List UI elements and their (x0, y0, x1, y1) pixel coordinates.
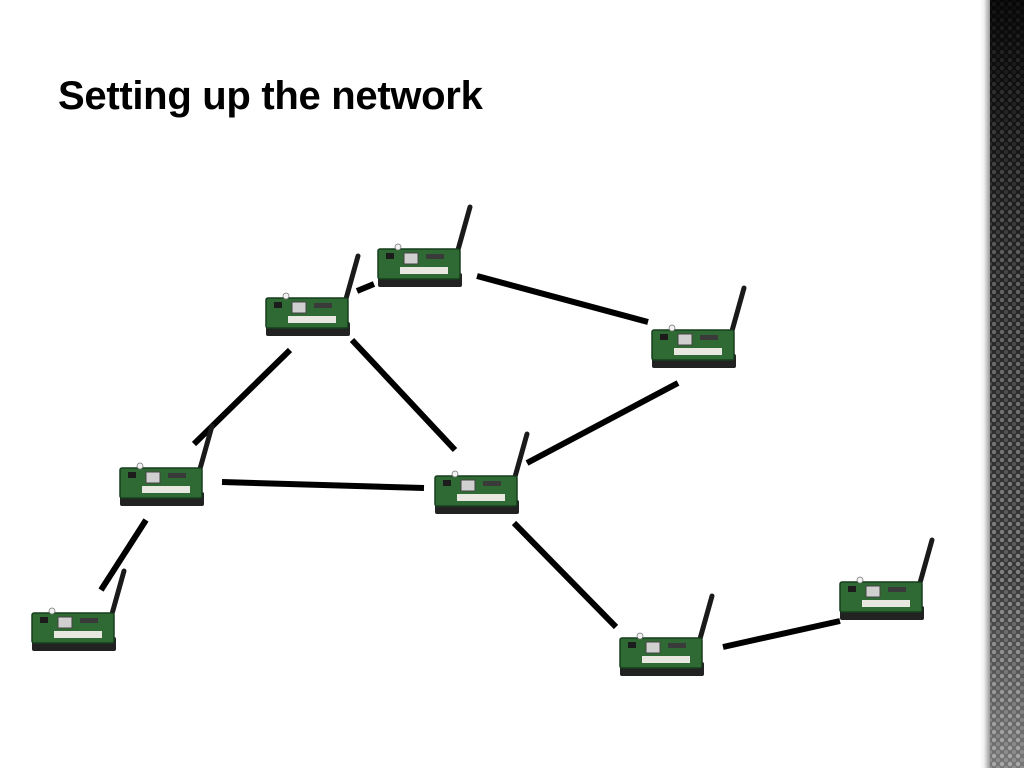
chip-icon (145, 471, 161, 484)
network-link-n5-n7 (511, 520, 619, 630)
component-icon (483, 481, 501, 486)
side-band-edge (980, 0, 990, 768)
network-link-n2-n3 (476, 273, 649, 325)
chip-icon (460, 479, 476, 492)
sensor-node-n6 (31, 568, 127, 651)
component-icon (168, 473, 186, 478)
chip-icon (291, 301, 307, 314)
component-icon (888, 587, 906, 592)
board-header-strip (457, 494, 505, 501)
sensor-node-n3 (651, 285, 747, 368)
links-layer (98, 273, 841, 650)
board-header-strip (142, 486, 190, 493)
board-header-strip (642, 656, 690, 663)
component-icon (426, 254, 444, 259)
component-icon (628, 642, 636, 648)
network-link-n3-n5 (525, 380, 680, 466)
board-header-strip (862, 600, 910, 607)
led-icon (48, 607, 56, 615)
led-icon (856, 576, 864, 584)
component-icon (668, 643, 686, 648)
component-icon (128, 472, 136, 478)
led-icon (668, 324, 676, 332)
sensor-node-n5 (434, 431, 530, 514)
network-link-n4-n6 (98, 518, 149, 592)
component-icon (386, 253, 394, 259)
sensor-node-n2 (377, 204, 473, 287)
side-band-shading (990, 0, 1024, 768)
led-icon (282, 292, 290, 300)
component-icon (274, 302, 282, 308)
network-link-n1-n5 (349, 337, 458, 453)
led-icon (636, 632, 644, 640)
nodes-layer (31, 204, 935, 676)
sensor-node-n7 (619, 593, 715, 676)
decorative-side-band (980, 0, 1024, 768)
chip-icon (677, 333, 693, 346)
component-icon (80, 618, 98, 623)
network-diagram (31, 204, 935, 676)
board-header-strip (288, 316, 336, 323)
led-icon (136, 462, 144, 470)
network-link-n4-n5 (221, 479, 425, 491)
board-header-strip (674, 348, 722, 355)
network-link-n7-n8 (722, 618, 841, 650)
sensor-node-n4 (119, 423, 215, 506)
chip-icon (865, 585, 881, 598)
board-header-strip (54, 631, 102, 638)
component-icon (700, 335, 718, 340)
network-link-n1-n2 (355, 281, 376, 294)
component-icon (848, 586, 856, 592)
chip-icon (645, 641, 661, 654)
component-icon (40, 617, 48, 623)
slide-title: Setting up the network (58, 74, 483, 118)
component-icon (443, 480, 451, 486)
sensor-node-n8 (839, 537, 935, 620)
sensor-node-n1 (265, 253, 361, 336)
board-header-strip (400, 267, 448, 274)
led-icon (451, 470, 459, 478)
led-icon (394, 243, 402, 251)
component-icon (314, 303, 332, 308)
component-icon (660, 334, 668, 340)
chip-icon (403, 252, 419, 265)
chip-icon (57, 616, 73, 629)
